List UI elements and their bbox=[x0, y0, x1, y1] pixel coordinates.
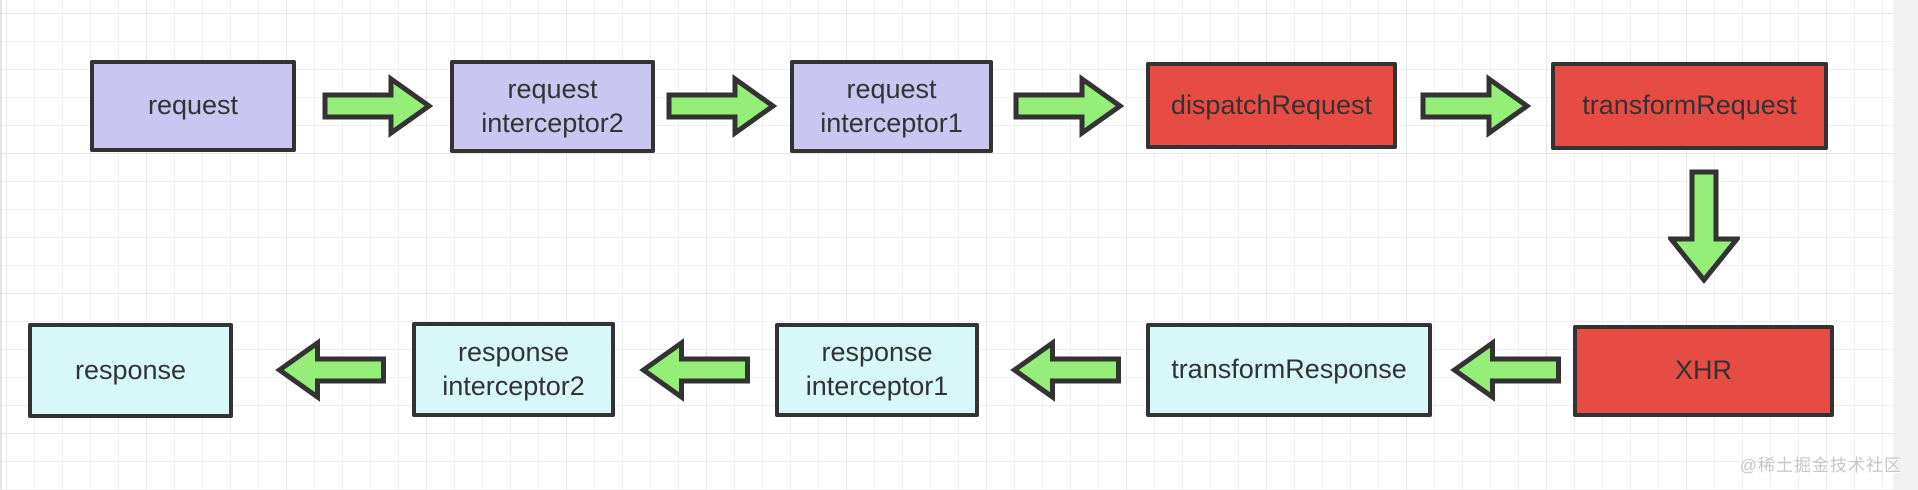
node-request-label: request bbox=[147, 90, 239, 121]
node-request-interceptor1: request interceptor1 bbox=[790, 60, 993, 153]
arrow-right-icon bbox=[321, 74, 433, 138]
node-response-interceptor1-label: response interceptor1 bbox=[805, 337, 949, 401]
arrow-left-icon bbox=[1009, 338, 1124, 402]
node-transform-request: transformRequest bbox=[1551, 62, 1828, 150]
node-dispatch-request: dispatchRequest bbox=[1146, 62, 1397, 149]
arrow-left-icon bbox=[1450, 338, 1563, 402]
canvas-left-edge bbox=[0, 0, 2, 490]
node-transform-response: transformResponse bbox=[1146, 323, 1432, 417]
node-response-label: response bbox=[74, 354, 187, 385]
node-request-interceptor2-label: request interceptor2 bbox=[481, 73, 624, 138]
node-request: request bbox=[90, 60, 296, 152]
arrow-right-icon bbox=[1012, 74, 1124, 138]
arrow-right-icon bbox=[1418, 74, 1532, 138]
node-xhr-label: XHR bbox=[1674, 355, 1732, 386]
node-request-interceptor1-label: request interceptor1 bbox=[820, 73, 963, 138]
watermark: @稀土掘金技术社区 bbox=[1739, 456, 1902, 475]
arrow-right-icon bbox=[664, 74, 778, 138]
node-request-interceptor2: request interceptor2 bbox=[450, 60, 655, 153]
arrow-left-icon bbox=[638, 338, 753, 402]
node-dispatch-request-label: dispatchRequest bbox=[1170, 89, 1373, 120]
node-response: response bbox=[28, 323, 233, 418]
arrow-left-icon bbox=[274, 338, 389, 402]
node-xhr: XHR bbox=[1573, 325, 1834, 417]
node-response-interceptor2: response interceptor2 bbox=[412, 322, 615, 417]
node-transform-request-label: transformRequest bbox=[1582, 90, 1797, 121]
arrow-down-icon bbox=[1668, 168, 1740, 284]
node-transform-response-label: transformResponse bbox=[1171, 354, 1407, 385]
node-response-interceptor1: response interceptor1 bbox=[775, 323, 979, 417]
canvas-right-edge bbox=[1893, 0, 1918, 490]
node-response-interceptor2-label: response interceptor2 bbox=[442, 336, 585, 401]
